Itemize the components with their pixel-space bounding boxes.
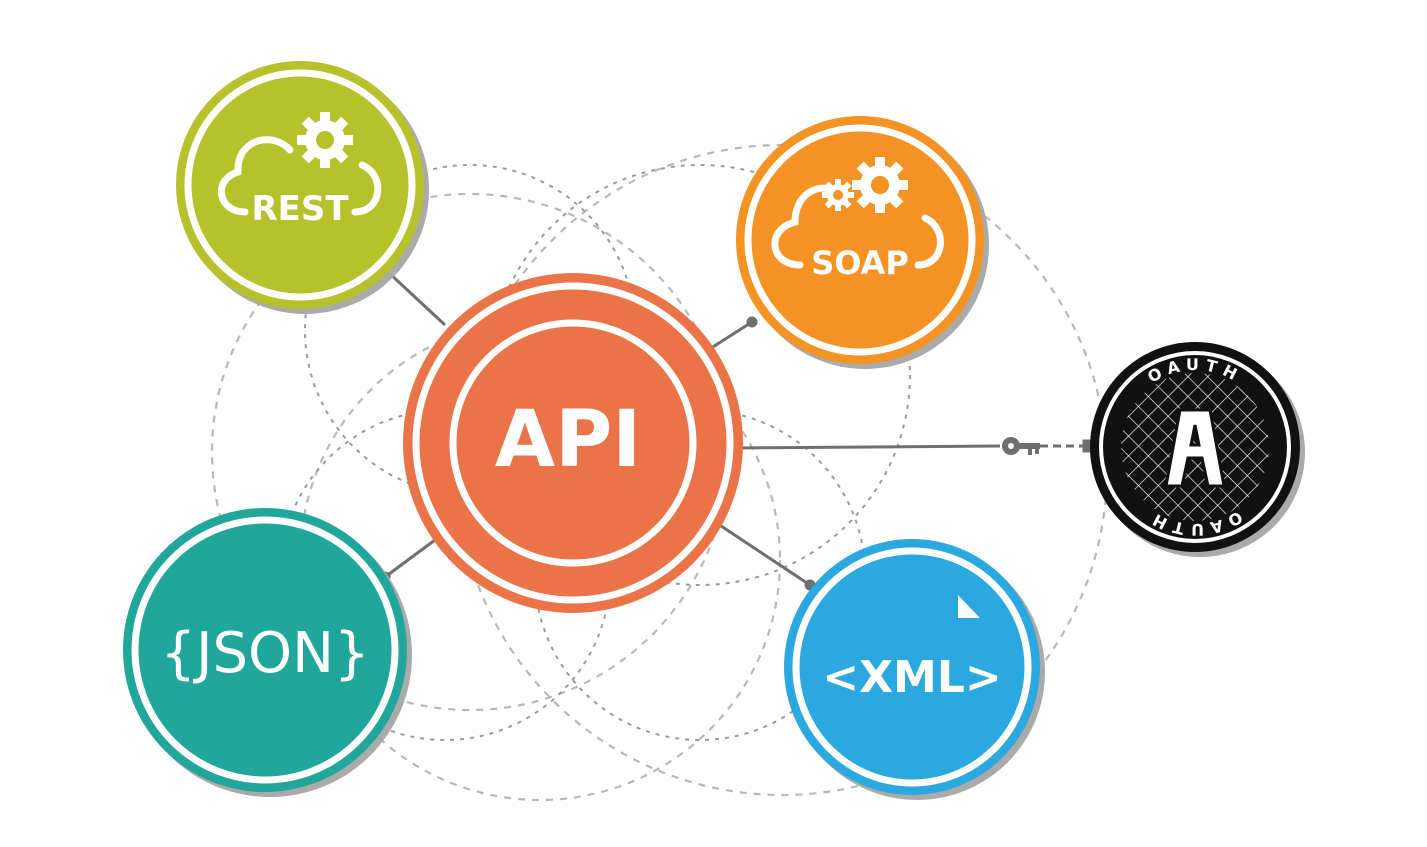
node-api: API [403,273,743,613]
key-icon [1002,437,1040,455]
connector-oauth [734,444,1001,450]
api-label: API [495,395,642,485]
gear-icon-large [852,157,908,213]
connector-dot [746,316,758,328]
json-label: {JSON} [160,621,369,686]
orbit-circle [298,318,782,802]
xml-label: <XML> [822,652,1001,703]
node-oauth: OAUTH OAUTH [1090,342,1305,557]
soap-label: SOAP [811,244,909,282]
cloud-gears-icon [771,184,944,269]
node-soap: SOAP [736,116,989,369]
node-json: {JSON} [123,508,412,797]
connector-soap [707,320,753,352]
oauth-letter-icon [1164,408,1226,488]
gear-icon [297,112,353,168]
rest-label: REST [251,189,349,229]
connector-xml [711,518,811,587]
gear-icon-small [822,179,854,211]
connector-json [384,538,436,579]
document-corner-icon [958,595,980,618]
node-rest: REST [176,61,429,314]
orbit-circle [489,164,911,586]
node-xml: <XML> [784,539,1045,800]
connector-rest [386,270,447,327]
cloud-gear-icon [217,136,382,216]
